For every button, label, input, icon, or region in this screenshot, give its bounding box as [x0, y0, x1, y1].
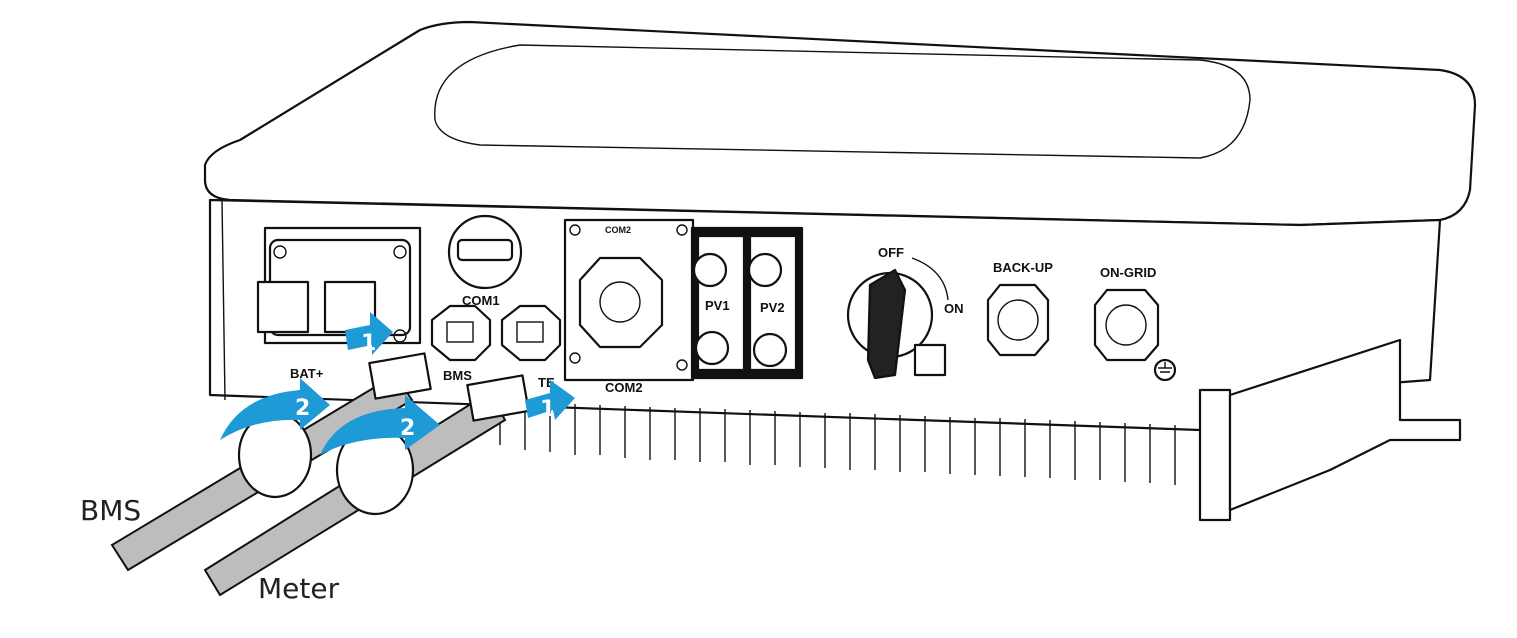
label-com2-bottom: COM2 [605, 380, 643, 395]
backup-port: BACK-UP [986, 260, 1053, 357]
step-number: 2 [400, 416, 415, 441]
label-pv1: PV1 [705, 298, 730, 313]
step-number: 1 [361, 331, 376, 356]
label-bat: BAT+ [290, 366, 324, 381]
caption-meter: Meter [258, 572, 340, 605]
on-grid-port: ON-GRID [1093, 265, 1160, 362]
label-com1: COM1 [462, 293, 500, 308]
caption-bms: BMS [80, 494, 141, 527]
step-1-arrow-bms: 1 [345, 312, 393, 356]
step-2-arrow-bms: 2 [220, 378, 330, 440]
step-2-arrow-meter: 2 [320, 395, 440, 455]
step-number: 1 [540, 397, 555, 422]
ground-symbol-icon [1153, 358, 1177, 382]
dc-switch: OFF ON [846, 245, 964, 380]
com1-port: COM1 [447, 214, 523, 308]
bms-cable: BMS [80, 352, 432, 572]
label-backup: BACK-UP [993, 260, 1053, 275]
label-switch-on: ON [944, 301, 964, 316]
bms-port: BMS [430, 304, 492, 383]
step-1-arrow-meter: 1 [525, 380, 575, 422]
label-pv2: PV2 [760, 300, 785, 315]
battery-connector-panel: BAT+ [256, 226, 422, 381]
pv-connector-panel: PV1 PV2 [690, 226, 804, 380]
label-bms-port: BMS [443, 368, 472, 383]
meter-cable: Meter [203, 374, 530, 605]
label-on-grid: ON-GRID [1100, 265, 1156, 280]
label-com2-top: COM2 [605, 225, 631, 235]
step-number: 2 [295, 396, 310, 421]
label-switch-off: OFF [878, 245, 904, 260]
com2-panel: COM2 COM2 [563, 218, 695, 395]
